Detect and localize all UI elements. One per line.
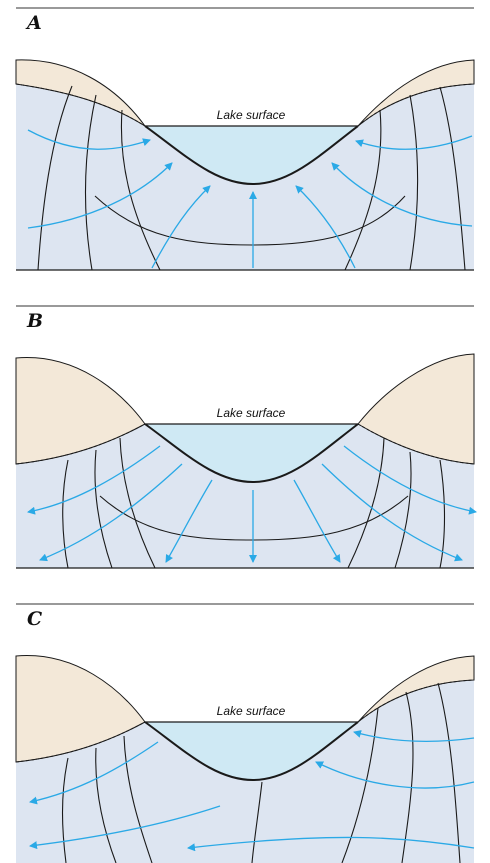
flow-arrow (27, 445, 161, 515)
flow-arrow (293, 479, 341, 563)
equipotential-line (394, 451, 412, 569)
lake-bed (144, 125, 359, 186)
panel-label-b: B (27, 310, 44, 332)
lake-surface-label-b: Lake surface (216, 406, 286, 420)
equipotential-line (439, 459, 446, 569)
equipotential-line (62, 459, 69, 569)
flow-arrow (295, 185, 356, 269)
flow-arrow (331, 162, 473, 227)
flow-arrow (353, 730, 475, 742)
equipotential-line (120, 109, 161, 271)
equipotential-line (437, 682, 461, 863)
equipotential-line (95, 747, 117, 863)
water-table-left (15, 423, 146, 465)
equipotential-line (409, 94, 419, 271)
panel-b-diagram (15, 305, 477, 569)
flow-arrow (27, 162, 173, 229)
flow-arrow (355, 135, 473, 151)
equipotential-line (85, 94, 97, 271)
panel-a: A Lake surface (0, 0, 490, 280)
water-table-left (15, 721, 146, 763)
equipotential-line (344, 109, 382, 271)
lake (145, 424, 358, 482)
upland-right (357, 59, 475, 127)
lake-bed (144, 423, 359, 484)
panel-a-diagram (15, 7, 475, 271)
flow-arrow (151, 185, 211, 269)
flow-arrow (187, 836, 475, 852)
flow-arrow (165, 479, 213, 563)
flow-arrow (29, 741, 159, 805)
equipotential-line (341, 707, 379, 863)
equipotential-line (401, 691, 414, 863)
lake (145, 722, 358, 780)
water-table-right (357, 679, 475, 723)
lake (145, 126, 358, 184)
water-table-left (15, 83, 146, 127)
panel-label-a: A (27, 12, 42, 34)
flow-arrow (343, 445, 477, 515)
equipotential-line (119, 437, 156, 569)
equipotential-line (37, 85, 73, 271)
flow-arrow (321, 463, 463, 562)
panel-label-c: C (27, 608, 43, 630)
equipotential-line (439, 86, 466, 271)
lake-surface-label-c: Lake surface (216, 704, 286, 718)
water-table-right (357, 83, 475, 127)
equipotential-line (123, 735, 153, 863)
groundwater-zone (16, 424, 474, 568)
panel-b: B Lake surface (0, 298, 490, 578)
flow-arrow (39, 463, 183, 562)
lake-bed (144, 721, 359, 782)
equipotential-line (251, 781, 263, 863)
upland-right (357, 655, 475, 723)
equipotential-line (61, 757, 69, 863)
flow-arrow (27, 129, 151, 150)
lake-surface-label-a: Lake surface (216, 108, 286, 122)
flow-arrow (315, 761, 475, 789)
flow-arrow (29, 805, 221, 850)
panel-c: C Lake surface (0, 596, 490, 863)
water-table-right (357, 423, 475, 465)
panel-c-diagram (15, 603, 475, 863)
equipotential-line (94, 449, 113, 569)
